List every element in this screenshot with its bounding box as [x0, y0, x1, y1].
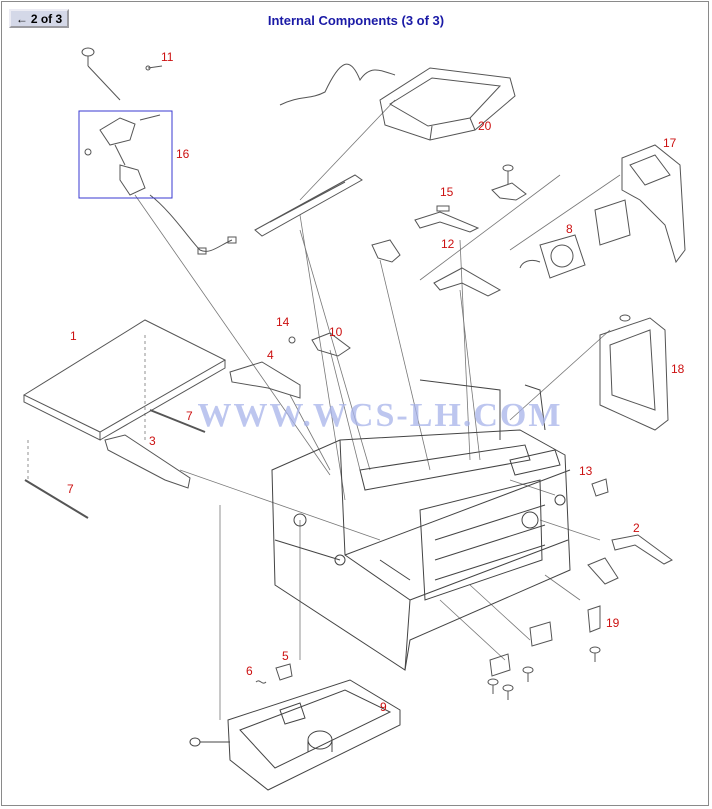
callout-6[interactable]: 6 — [246, 664, 253, 678]
part-11-pin — [145, 65, 163, 71]
callout-14[interactable]: 14 — [276, 315, 290, 329]
callout-8[interactable]: 8 — [566, 222, 573, 236]
part-4-rail — [229, 361, 301, 399]
callout-3[interactable]: 3 — [149, 434, 156, 448]
watermark-text: WWW.WCS-LH.COM — [197, 397, 563, 434]
bracket-center — [371, 239, 502, 297]
part-7-rod-b — [24, 479, 89, 519]
previous-page-label: 2 of 3 — [30, 11, 63, 26]
part-7-rod-a — [149, 409, 206, 433]
callout-2[interactable]: 2 — [633, 521, 640, 535]
part-3-rail — [104, 434, 191, 489]
callout-13[interactable]: 13 — [579, 464, 593, 478]
callout-16[interactable]: 16 — [176, 147, 190, 161]
part-10-bracket — [288, 332, 351, 357]
callout-7-upper[interactable]: 7 — [186, 409, 193, 423]
part-8-fan — [519, 199, 631, 279]
part-17-assembly — [621, 144, 686, 264]
callout-1[interactable]: 1 — [70, 329, 77, 343]
part-16-group-box — [78, 110, 173, 199]
part-16-assembly — [84, 114, 237, 255]
part-9-base — [189, 679, 401, 791]
callout-20[interactable]: 20 — [478, 119, 492, 133]
callout-12[interactable]: 12 — [441, 237, 455, 251]
long-rail — [254, 174, 363, 237]
part-5-clip — [275, 663, 293, 681]
leader-lines — [27, 99, 621, 720]
part-20-assembly — [279, 63, 516, 141]
part-2-lever — [587, 534, 673, 585]
part-13-part — [591, 478, 609, 497]
callout-9[interactable]: 9 — [380, 700, 387, 714]
arrow-left-icon: ← — [15, 11, 28, 26]
callout-15[interactable]: 15 — [440, 185, 454, 199]
screw-top — [81, 47, 121, 101]
main-chassis — [271, 379, 571, 671]
part-18-power-supply — [599, 314, 669, 431]
callout-4[interactable]: 4 — [267, 348, 274, 362]
callout-5[interactable]: 5 — [282, 649, 289, 663]
part-6-spring — [255, 680, 267, 684]
callout-11[interactable]: 11 — [161, 50, 174, 64]
callout-19[interactable]: 19 — [606, 616, 620, 630]
previous-page-button[interactable]: ← 2 of 3 — [9, 9, 69, 28]
bracket-upper-right — [491, 164, 527, 201]
part-19-bracket — [587, 605, 601, 662]
callout-10[interactable]: 10 — [329, 325, 343, 339]
callout-17[interactable]: 17 — [663, 136, 677, 150]
callout-7-lower[interactable]: 7 — [67, 482, 74, 496]
bottom-screws — [487, 621, 553, 700]
part-12-lever — [414, 205, 480, 233]
callout-18[interactable]: 18 — [671, 362, 685, 376]
part-1-cover — [22, 319, 227, 441]
page-title: Internal Components (3 of 3) — [267, 13, 445, 28]
